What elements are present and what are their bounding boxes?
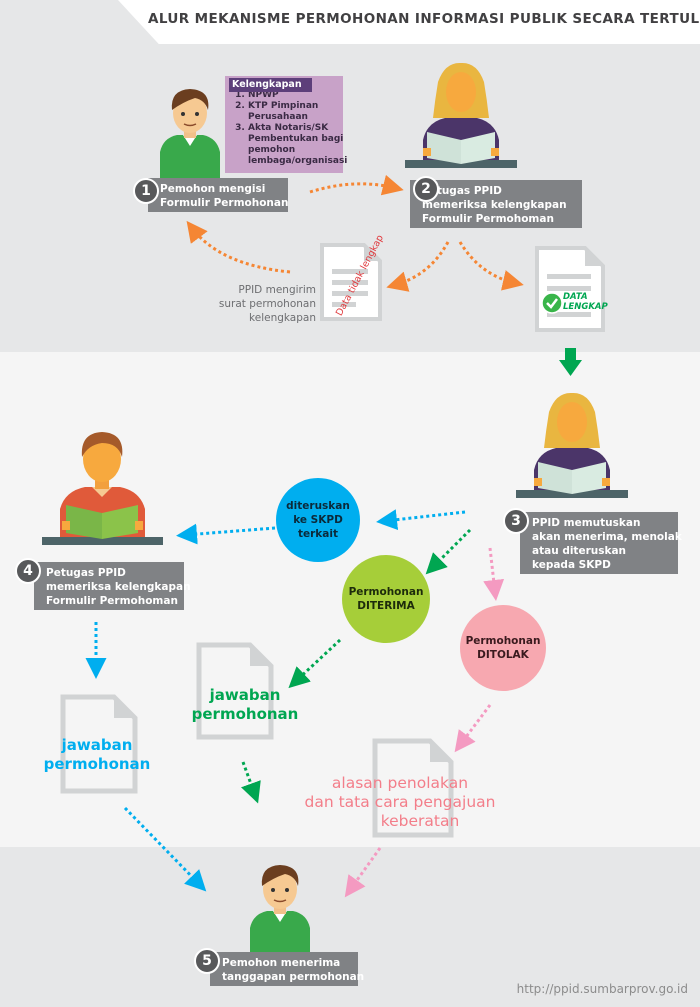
arrow-jawaban-to-5 [123,806,207,892]
jawaban-green-line: jawaban [209,686,281,704]
kelengkapan-list: NPWP KTP Pimpinan Perusahaan Akta Notari… [235,90,352,167]
step-2-line: Formulir Permohoman [422,213,554,225]
ppid-kirim-text: PPID mengirim surat permohonan kelengkap… [196,283,316,325]
arrow-2-to-incomplete [386,241,450,292]
arrow-diterima-to-jawaban [288,638,342,689]
step-5-box: Pemohon menerima tanggapan permohonan [210,952,365,986]
document-complete-icon [535,246,605,332]
source-url: http://ppid.sumbarprov.go.id [516,982,688,996]
arrow-3-to-diteruskan [376,509,466,531]
ppid-kirim-line: kelengkapan [249,312,316,324]
step-5-line: tanggapan permohonan [222,971,365,983]
jawaban-blue-text: jawaban permohonan [42,736,152,774]
data-lengkap-line: DATA [563,292,588,302]
step-1-box: Pemohon mengisi Formulir Permohonan [148,178,288,212]
kelengkapan-heading: Kelengkapan [229,78,312,92]
ppid-kirim-line: surat permohonan [218,298,316,310]
step-4-line: memeriksa kelengkapan [46,581,191,593]
arrow-ditolak-to-alasan [454,704,492,753]
kelengkapan-panel: NPWP KTP Pimpinan Perusahaan Akta Notari… [225,76,347,173]
ppid-officer-icon [405,62,517,168]
kelengkapan-item: NPWP [248,90,352,101]
ditolak-circle: Permohonan DITOLAK [460,605,546,691]
check-icon [541,292,563,314]
step-5-number: 5 [194,948,220,974]
ppid-decision-person-icon [516,392,628,498]
alasan-line: dan tata cara pengajuan [304,793,496,811]
step-3-line: kepada SKPD [532,559,611,571]
step-1-line: Pemohon mengisi [160,183,266,195]
diterima-line: Permohonan [348,586,424,598]
arrow-1-to-2 [309,174,404,196]
page-title: ALUR MEKANISME PERMOHONAN INFORMASI PUBL… [148,11,700,27]
step-2-line: Petugas PPID [422,185,502,197]
step-2-line: memeriksa kelengkapan [422,199,567,211]
step-2-box: Petugas PPID memeriksa kelengkapan Formu… [410,180,582,228]
kelengkapan-item: Akta Notaris/SK Pembentukan bagi pemohon… [248,123,352,167]
document-incomplete-icon [320,243,382,321]
arrow-kirim-to-1 [186,220,291,274]
jawaban-green-line: permohonan [191,705,299,723]
arrow-3-to-diterima [425,528,472,575]
data-lengkap-line: LENGKAP [563,302,608,312]
step-3-line: PPID memutuskan [532,517,641,529]
step-4-line: Petugas PPID [46,567,126,579]
ditolak-line: DITOLAK [477,649,529,661]
ppid-kirim-line: PPID mengirim [238,284,316,296]
arrow-2-to-complete [458,241,524,291]
diteruskan-line: diteruskan [286,500,350,512]
alasan-line: keberatan [380,812,460,830]
rejection-document-icon [372,738,454,838]
step-3-line: atau diteruskan [532,545,627,557]
diteruskan-line: ke SKPD [293,514,343,526]
alasan-text: alasan penolakan dan tata cara pengajuan… [300,774,500,831]
data-lengkap-label: DATA LENGKAP [563,292,608,312]
answer-document-green-icon [196,642,274,740]
step-2-number: 2 [413,176,439,202]
arrow-alasan-to-5 [344,847,382,898]
diteruskan-line: terkait [297,528,338,540]
title-banner [118,0,700,44]
jawaban-blue-line: jawaban [61,736,133,754]
step-3-number: 3 [503,508,529,534]
step-4-box: Petugas PPID memeriksa kelengkapan Formu… [34,562,191,610]
ditolak-line: Permohonan [465,635,541,647]
step-1-line: Formulir Permohonan [160,197,289,209]
arrow-lengkap-to-3 [559,348,582,376]
jawaban-blue-line: permohonan [43,755,151,773]
skpd-officer-icon [42,432,163,545]
arrow-diteruskan-to-4 [176,523,276,545]
arrow-jawaban-to-5-green [241,761,261,804]
diterima-circle: Permohonan DITERIMA [342,555,430,643]
step-5-line: Pemohon menerima [222,957,341,969]
alasan-line: alasan penolakan [331,774,469,792]
kelengkapan-item: KTP Pimpinan Perusahaan [248,101,352,123]
applicant-receives-person-icon [250,865,310,956]
step-4-number: 4 [15,558,41,584]
step-4-line: Formulir Permohoman [46,595,178,607]
step-3-box: PPID memutuskan akan menerima, menolak a… [520,512,682,574]
arrow-3-to-ditolak [483,547,505,601]
answer-document-blue-icon [60,694,138,794]
step-3-line: akan menerima, menolak [532,531,682,543]
diterima-line: DITERIMA [357,600,415,612]
diteruskan-circle: diteruskan ke SKPD terkait [276,478,360,562]
step-1-number: 1 [133,178,159,204]
applicant-person-icon [160,89,220,180]
jawaban-green-text: jawaban permohonan [190,686,300,724]
